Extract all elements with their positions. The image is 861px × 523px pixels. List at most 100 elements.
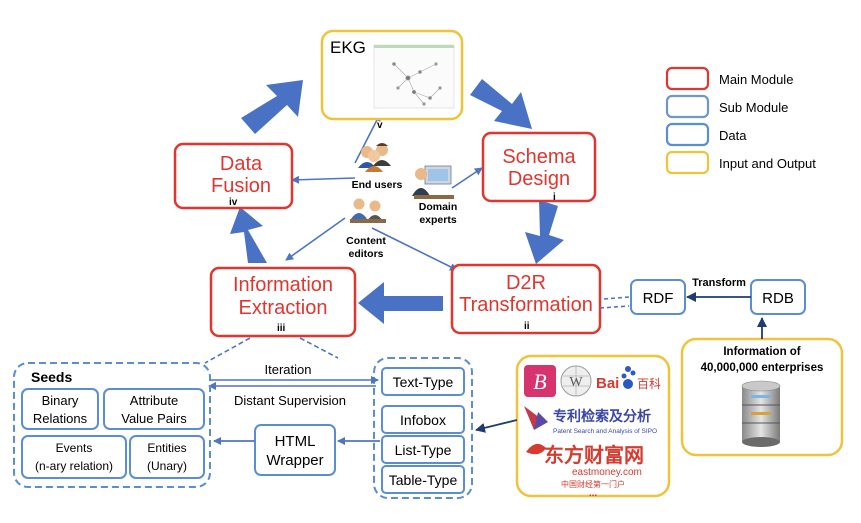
legend-sub-swatch — [665, 94, 710, 119]
schema-design-number: i — [553, 192, 556, 203]
patent-search-logo-icon: 专利检索及分析 Patent Search and Analysis of SI… — [524, 406, 657, 435]
list-type-label: List-Type — [395, 442, 452, 458]
arrow-users-to-fusion — [291, 175, 356, 184]
iteration-label: Iteration — [265, 362, 312, 377]
domain-experts-icon — [412, 165, 454, 199]
baidu-cn-text: 百科 — [637, 377, 661, 391]
sources-to-types-arrow — [475, 419, 518, 433]
infobox-label: Infobox — [400, 412, 446, 428]
arrow-schema-to-d2r — [525, 200, 564, 264]
ekg-step-number: v — [377, 120, 383, 131]
legend-io-label: Input and Output — [719, 156, 816, 171]
rdf-label: RDF — [643, 290, 674, 307]
data-fusion-number: iv — [229, 197, 238, 208]
arrow-ekg-to-schema — [470, 79, 532, 129]
domain-experts-label-1: Domain — [419, 201, 458, 213]
legend-main-label: Main Module — [719, 72, 793, 87]
eastmoney-sub-text: 中国财经第一门户 — [561, 479, 625, 489]
ekg-title: EKG — [330, 38, 366, 57]
ekg-box: EKG v — [320, 29, 464, 131]
arrow-editors-to-d2r — [371, 227, 458, 271]
seeds-title: Seeds — [31, 369, 72, 385]
data-fusion-module: Data Fusion iv — [173, 142, 294, 210]
cycle-arrows — [230, 79, 564, 324]
rdb-box: RDB — [750, 279, 806, 315]
baidu-text: Bai — [596, 375, 619, 392]
html-wrapper-line1: HTML — [275, 433, 316, 450]
d2r-line2: Transformation — [459, 294, 593, 316]
list-type-box — [381, 435, 465, 464]
content-editors-label-1: Content — [346, 235, 386, 247]
events-line1: Events — [56, 441, 93, 455]
legend-sub-label: Sub Module — [719, 100, 788, 115]
bilibili-logo-icon: B — [524, 365, 556, 397]
arrow-d2r-to-ie — [358, 282, 443, 324]
svg-text:B: B — [533, 369, 546, 394]
html-wrapper-line2: Wrapper — [266, 452, 323, 469]
arrow-experts-to-schema — [451, 167, 483, 189]
schema-design-module: Schema Design i — [481, 131, 597, 203]
ie-number: iii — [277, 323, 286, 334]
eastmoney-en-text: eastmoney.com — [572, 467, 642, 478]
page-types-group: Text-Type Infobox List-Type Table-Type — [373, 357, 473, 499]
table-type-label: Table-Type — [389, 472, 458, 488]
end-users-icon — [358, 143, 391, 172]
svg-text:W: W — [569, 375, 583, 390]
ie-line2: Extraction — [239, 297, 328, 319]
iteration-arrows — [208, 376, 379, 390]
arrow-fusion-to-ekg — [241, 80, 303, 134]
people-arrows — [285, 113, 483, 271]
html-wrapper-box: HTML Wrapper — [254, 424, 336, 476]
distant-supervision-label: Distant Supervision — [234, 393, 346, 408]
information-extraction-module: Information Extraction iii — [209, 266, 357, 338]
ekg-graph-thumbnail — [392, 62, 442, 106]
content-editors-label-2: editors — [348, 248, 383, 260]
database-icon — [741, 380, 781, 447]
schema-design-line1: Schema — [502, 146, 576, 168]
content-editors-icon — [350, 198, 386, 223]
data-fusion-line2: Fusion — [211, 175, 271, 197]
entities-box — [129, 435, 205, 479]
d2r-number: ii — [524, 321, 530, 332]
attribute-value-box — [103, 388, 205, 430]
arrow-ie-to-fusion — [230, 207, 267, 263]
binary-line1: Binary — [42, 393, 79, 408]
wikipedia-logo-icon: W — [560, 365, 592, 397]
patent-cn-text: 专利检索及分析 — [553, 408, 651, 424]
legend-data-label: Data — [719, 128, 747, 143]
binary-line2: Relations — [33, 411, 88, 426]
domain-experts-label-2: experts — [419, 214, 457, 226]
d2r-line1: D2R — [506, 272, 546, 294]
legend-main-swatch — [665, 66, 710, 91]
patent-en-text: Patent Search and Analysis of SIPO — [553, 428, 657, 435]
enterprises-line2: 40,000,000 enterprises — [701, 362, 824, 374]
rdf-box: RDF — [630, 279, 686, 315]
d2r-rdf-dashed-link-2 — [599, 305, 630, 309]
baidu-baike-logo-icon: Bai 百科 — [596, 366, 661, 392]
legend: Main Module Sub Module Data Input and Ou… — [665, 66, 816, 175]
arrow-editors-to-ie — [285, 217, 346, 261]
ie-line1: Information — [233, 274, 333, 296]
events-box — [21, 435, 127, 479]
infobox-box — [381, 405, 465, 434]
seeds-group: Seeds Binary Relations Attribute Value P… — [13, 362, 211, 488]
legend-io-swatch — [665, 150, 710, 175]
eastmoney-cn-text: 东方财富网 — [544, 443, 644, 467]
entities-line1: Entities — [147, 441, 186, 455]
enterprises-box: Information of 40,000,000 enterprises — [680, 337, 844, 457]
d2r-module: D2R Transformation ii — [450, 263, 602, 335]
transform-label: Transform — [692, 277, 746, 289]
table-type-box — [381, 465, 465, 494]
rdb-label: RDB — [762, 290, 794, 307]
d2r-rdf-dashed-link — [603, 296, 630, 300]
arrow-users-to-ekg — [354, 113, 381, 164]
events-line2: (n-ary relation) — [35, 459, 113, 473]
attribute-line1: Attribute — [130, 393, 178, 408]
binary-relations-box — [21, 388, 99, 430]
ie-to-seeds-dashed — [204, 337, 251, 364]
eastmoney-logo-icon: 东方财富网 eastmoney.com 中国财经第一门户 ... — [526, 443, 644, 499]
attribute-line2: Value Pairs — [121, 411, 187, 426]
text-type-box — [381, 367, 465, 396]
end-users-label: End users — [352, 179, 403, 191]
